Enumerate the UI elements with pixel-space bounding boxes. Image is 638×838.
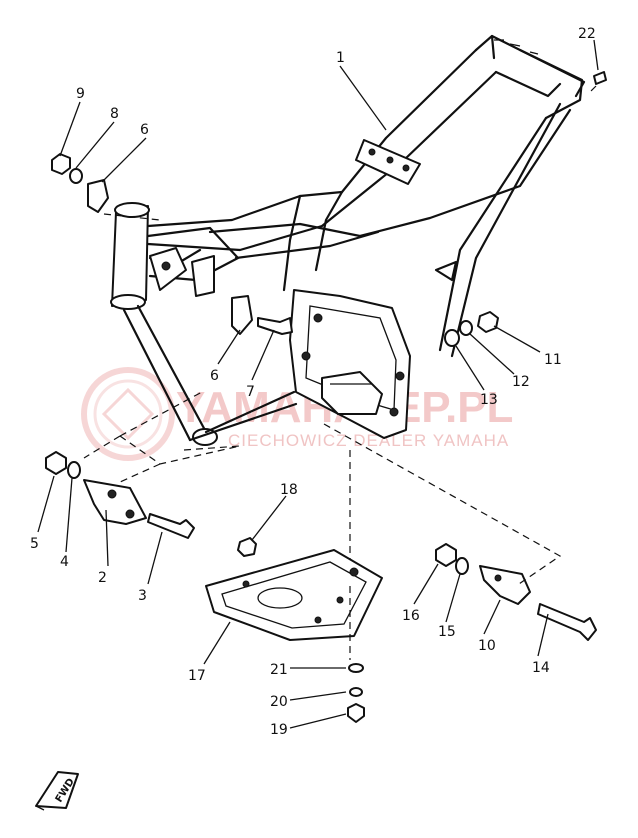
watermark-subtext: CIECHOWICZ DEALER YAMAHA (228, 431, 509, 450)
callout-6-mid: 6 (210, 368, 219, 384)
washer-8-icon (69, 168, 83, 184)
callout-2: 2 (98, 570, 107, 586)
callout-22: 22 (578, 26, 596, 42)
callout-12: 12 (512, 374, 530, 390)
callout-1: 1 (336, 50, 345, 66)
callout-16: 16 (402, 608, 420, 624)
bracket-10-icon (479, 565, 531, 605)
washer-20-icon (349, 687, 363, 697)
callout-11: 11 (544, 352, 562, 368)
callout-5: 5 (30, 536, 39, 552)
leader-lines (37, 39, 599, 729)
watermark-logo-icon (81, 367, 175, 461)
callout-14: 14 (532, 660, 550, 676)
callout-8: 8 (110, 106, 119, 122)
assembly-lines (83, 85, 597, 660)
washer-13-icon (444, 329, 460, 347)
bracket-2-icon (83, 479, 147, 525)
washer-15-icon (455, 557, 469, 575)
washer-12-icon (459, 320, 473, 336)
plate-6-mid-icon (231, 295, 253, 335)
nut-9-icon (51, 153, 71, 175)
bolt-19-icon (347, 703, 365, 723)
bolt-3-icon (147, 513, 195, 539)
bolt-7-icon (257, 317, 293, 335)
callout-19: 19 (270, 722, 288, 738)
bolt-14-icon (537, 603, 597, 641)
callout-6-top: 6 (140, 122, 149, 138)
frame-drawing (110, 34, 586, 446)
callout-4: 4 (60, 554, 69, 570)
parts (45, 71, 607, 723)
callout-15: 15 (438, 624, 456, 640)
callout-13: 13 (480, 392, 498, 408)
callout-20: 20 (270, 694, 288, 710)
callouts: 1 2 3 4 5 6 6 7 8 9 10 11 12 13 14 15 16… (30, 26, 596, 738)
fwd-arrow-icon: FWD (35, 771, 79, 811)
callout-10: 10 (478, 638, 496, 654)
skid-plate-17-icon (205, 549, 383, 641)
nut-18-icon (237, 537, 257, 557)
nut-16-icon (435, 543, 457, 567)
callout-21: 21 (270, 662, 288, 678)
bolt-22-icon (593, 71, 607, 85)
callout-17: 17 (188, 668, 206, 684)
plate-6-top-icon (87, 179, 109, 213)
nut-5-icon (45, 451, 67, 475)
nut-11-icon (477, 311, 499, 333)
callout-18: 18 (280, 482, 298, 498)
callout-3: 3 (138, 588, 147, 604)
washer-21-icon (348, 663, 364, 673)
washer-4-icon (67, 461, 81, 479)
callout-7: 7 (246, 384, 255, 400)
callout-9: 9 (76, 86, 85, 102)
